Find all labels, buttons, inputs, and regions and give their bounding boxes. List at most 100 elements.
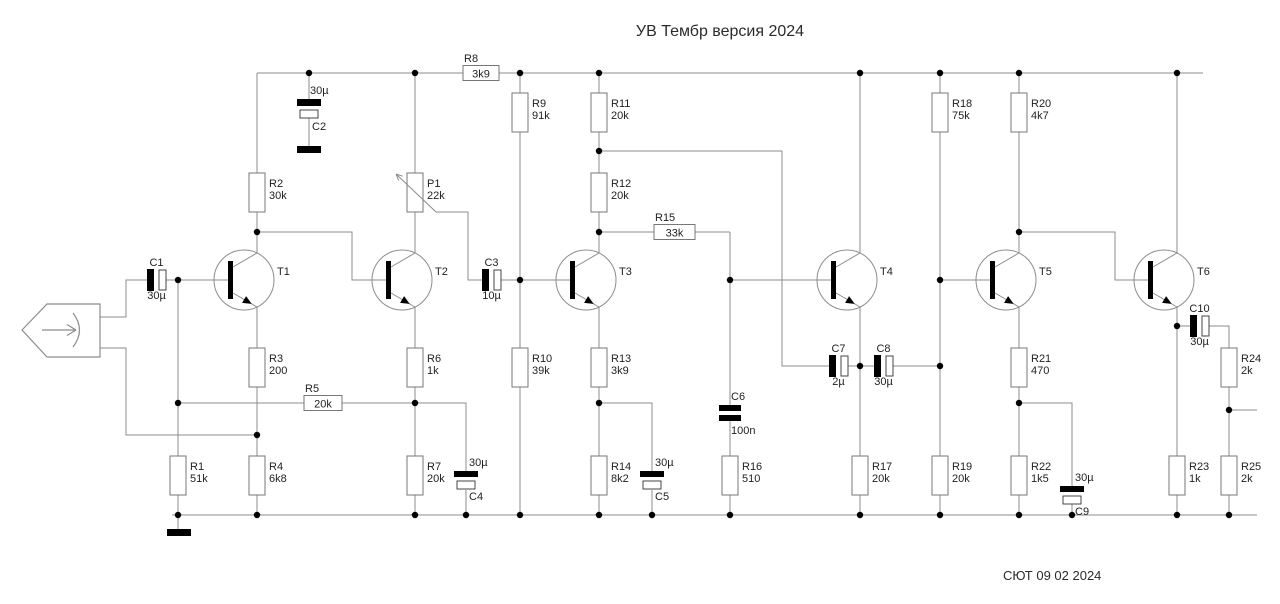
resistor-R12-value-label: 20k bbox=[611, 190, 629, 202]
resistor-R10-body bbox=[511, 347, 529, 388]
junction-dot bbox=[936, 362, 944, 370]
labels-layer: R151kR230kR3200R46k8R520kR61kR720kR83k9R… bbox=[147, 53, 1261, 518]
capacitor-C1 bbox=[147, 269, 167, 291]
junction-dot bbox=[856, 362, 864, 370]
transistor-T1-base-bar bbox=[228, 261, 233, 299]
capacitor-C7-plate bbox=[840, 355, 849, 377]
junction-dots-layer bbox=[174, 69, 1233, 519]
resistor-R22 bbox=[1010, 455, 1028, 496]
resistor-R19 bbox=[931, 455, 949, 496]
resistor-R14-value-label: 8k2 bbox=[611, 473, 629, 485]
capacitor-C7-plate bbox=[829, 355, 836, 377]
capacitor-C1-plate bbox=[158, 269, 167, 291]
resistor-R20 bbox=[1010, 92, 1028, 133]
resistor-R6-name-label: R6 bbox=[427, 353, 441, 365]
transistor-T6-body bbox=[1133, 249, 1195, 311]
resistor-R6-body bbox=[406, 347, 424, 388]
resistor-R23-body bbox=[1168, 455, 1186, 496]
capacitor-C6-name-label: C6 bbox=[731, 391, 745, 403]
resistor-R15-value-label: 33k bbox=[666, 228, 684, 240]
ground-icon bbox=[167, 529, 191, 536]
resistor-R1-value-label: 51k bbox=[190, 473, 208, 485]
resistor-R12 bbox=[590, 172, 608, 213]
potentiometer-P1-name-label: P1 bbox=[427, 178, 440, 190]
transistor-T2-body bbox=[371, 249, 433, 311]
resistor-R6 bbox=[406, 347, 424, 388]
junction-dot bbox=[1015, 511, 1023, 519]
capacitor-C4-plate bbox=[454, 471, 478, 477]
resistor-R14 bbox=[590, 455, 608, 496]
resistor-R11-value-label: 20k bbox=[611, 110, 629, 122]
resistor-R7-name-label: R7 bbox=[427, 461, 441, 473]
transistor-T5-body bbox=[975, 249, 1037, 311]
resistor-R24 bbox=[1220, 347, 1238, 388]
junction-dot bbox=[253, 511, 261, 519]
capacitor-C7-value-label: 2µ bbox=[832, 376, 845, 388]
capacitor-C3-plate bbox=[493, 269, 502, 291]
junction-dot bbox=[174, 511, 182, 519]
capacitor-C1-name-label: C1 bbox=[149, 257, 163, 269]
resistor-R20-name-label: R20 bbox=[1031, 98, 1051, 110]
resistor-R9-value-label: 91k bbox=[532, 110, 550, 122]
resistor-R23-value-label: 1k bbox=[1189, 473, 1201, 485]
transistor-T5-emitter-arrow-icon bbox=[1004, 296, 1014, 304]
resistor-R8-value-label: 3k9 bbox=[472, 69, 490, 81]
resistor-R15-name-label: R15 bbox=[655, 212, 675, 224]
junction-dot bbox=[253, 431, 261, 439]
resistor-R16-name-label: R16 bbox=[742, 461, 762, 473]
resistor-R8 bbox=[462, 65, 500, 81]
resistor-R25-name-label: R25 bbox=[1241, 461, 1261, 473]
capacitor-C6-plate bbox=[719, 405, 741, 411]
resistor-boxes-layer bbox=[169, 65, 1238, 496]
junction-dot bbox=[856, 69, 864, 77]
resistor-R12-name-label: R12 bbox=[611, 178, 631, 190]
resistor-R10 bbox=[511, 347, 529, 388]
junction-dot bbox=[1225, 511, 1233, 519]
transistor-T6-base-bar bbox=[1148, 261, 1153, 299]
resistor-R14-name-label: R14 bbox=[611, 461, 631, 473]
junction-dot bbox=[726, 276, 734, 284]
schematic-title: УВ Тембр версия 2024 bbox=[636, 23, 804, 40]
resistor-R14-body bbox=[590, 455, 608, 496]
transistor-T2-base-bar bbox=[386, 261, 391, 299]
resistor-R7-value-label: 20k bbox=[427, 473, 445, 485]
resistor-R19-body bbox=[931, 455, 949, 496]
resistor-R18-name-label: R18 bbox=[952, 98, 972, 110]
capacitor-C8-name-label: C8 bbox=[876, 343, 890, 355]
junction-dot bbox=[936, 511, 944, 519]
transistor-T1-name-label: T1 bbox=[277, 266, 290, 278]
input-connector-body bbox=[21, 303, 101, 358]
capacitor-C8-value-label: 30µ bbox=[874, 376, 893, 388]
junction-dot bbox=[1015, 399, 1023, 407]
transistor-T4-name-label: T4 bbox=[880, 266, 893, 278]
junction-dot bbox=[595, 147, 603, 155]
transistor-T1-emitter-arrow-icon bbox=[242, 296, 252, 304]
resistor-R17-name-label: R17 bbox=[872, 461, 892, 473]
junction-dot bbox=[411, 399, 419, 407]
transistor-T5-name-label: T5 bbox=[1039, 266, 1052, 278]
transistor-T1-body bbox=[213, 249, 275, 311]
resistor-R18 bbox=[931, 92, 949, 133]
junction-dot bbox=[174, 399, 182, 407]
transistor-T1 bbox=[213, 249, 275, 311]
capacitor-C2-plate bbox=[297, 99, 321, 106]
resistor-R3-body bbox=[248, 347, 266, 388]
resistor-R5-body bbox=[303, 395, 343, 411]
resistor-R25-body bbox=[1220, 455, 1238, 496]
capacitor-C10 bbox=[1190, 315, 1210, 337]
capacitor-C9-plate bbox=[1060, 486, 1084, 492]
resistor-R21 bbox=[1010, 347, 1028, 388]
transistor-T6-name-label: T6 bbox=[1197, 266, 1210, 278]
resistor-R12-body bbox=[590, 172, 608, 213]
junction-dot bbox=[595, 511, 603, 519]
junction-dot bbox=[174, 276, 182, 284]
resistor-R18-body bbox=[931, 92, 949, 133]
resistor-R13 bbox=[590, 347, 608, 388]
junction-dot bbox=[1015, 228, 1023, 236]
capacitor-C6-plate bbox=[719, 415, 741, 421]
transistor-T5-base-bar bbox=[990, 261, 995, 299]
resistor-R20-body bbox=[1010, 92, 1028, 133]
transistor-T6 bbox=[1133, 249, 1195, 311]
junction-dot bbox=[595, 228, 603, 236]
